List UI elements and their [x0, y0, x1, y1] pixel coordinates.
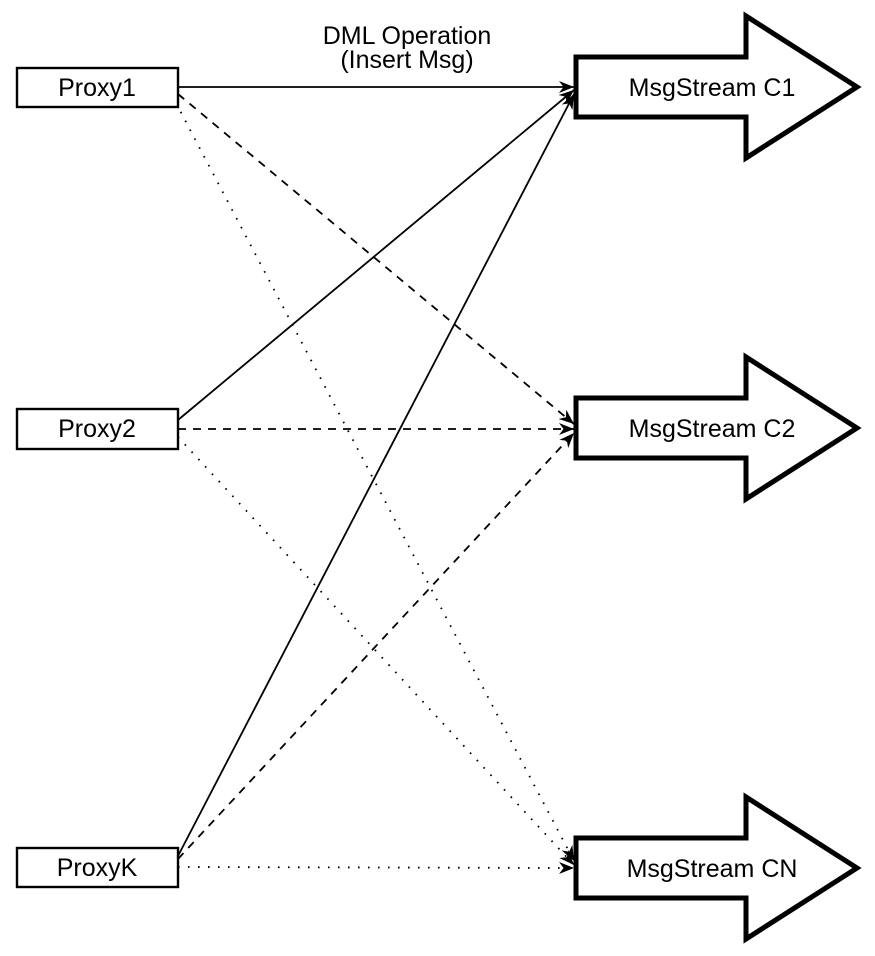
edge-group [175, 81, 575, 874]
msgstream-c2-arrow-shape [573, 352, 862, 504]
proxy2-label: Proxy2 [58, 415, 136, 443]
proxy1-box [15, 66, 180, 109]
diagram-title: DML Operation (Insert Msg) [323, 22, 492, 74]
proxyk-label: ProxyK [57, 854, 138, 882]
msgstream-c1-arrow-shape [573, 11, 862, 163]
proxy2-box [15, 407, 180, 451]
edge-proxyk-c1-solid [177, 93, 575, 857]
edge-proxy1-c2-dashed [177, 93, 575, 425]
edge-proxyk-cn-dotted [177, 861, 575, 874]
edge-proxy1-cn-dotted [175, 102, 575, 862]
stream-node-c1: MsgStream C1 [573, 11, 862, 163]
diagram-title-line2: (Insert Msg) [340, 46, 473, 74]
edge-proxyk-c2-dashed [177, 432, 575, 860]
edge-proxy2-cn-dotted [177, 436, 575, 866]
msgstream-cn-arrow-shape [573, 792, 862, 944]
proxy-node-proxyk: ProxyK [15, 846, 180, 889]
diagram-title-line1: DML Operation [323, 22, 492, 50]
proxyk-box [15, 846, 180, 889]
stream-node-cn: MsgStream CN [573, 792, 862, 944]
proxy1-label: Proxy1 [58, 74, 136, 102]
edge-proxy2-c1-solid [177, 89, 575, 421]
proxy-node-proxy2: Proxy2 [15, 407, 180, 451]
msgstream-cn-label: MsgStream CN [627, 855, 798, 883]
stream-node-c2: MsgStream C2 [573, 352, 862, 504]
msgstream-c1-label: MsgStream C1 [629, 74, 796, 102]
proxy-node-proxy1: Proxy1 [15, 66, 180, 109]
msgstream-c2-label: MsgStream C2 [629, 415, 796, 443]
